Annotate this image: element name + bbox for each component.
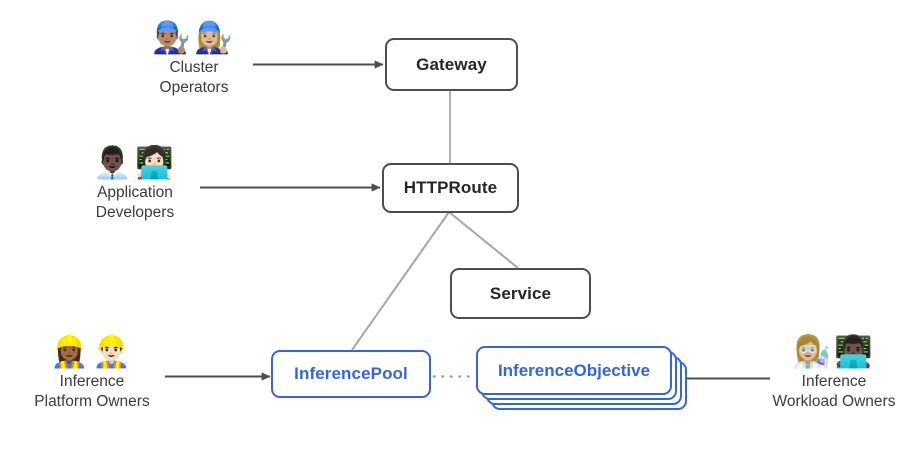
inference-workload-owners-label: Inference Workload Owners [772,372,896,410]
persona-inference-platform-owners: 👷🏾‍♀️👷🏻‍♂️ Inference Platform Owners [18,336,166,412]
edge-httproute-to-inference-pool [351,211,450,351]
inference-workload-owners-icons: 👩🏼‍🔬👨🏿‍💻 [792,334,876,370]
node-service-label: Service [489,283,552,303]
node-gateway-label: Gateway [416,54,487,74]
node-httproute-label: HTTPRoute [403,178,498,197]
node-inference-objective-label: InferenceObjective [497,360,651,380]
node-gateway[interactable]: Gateway [385,38,518,91]
node-inference-pool-label: InferencePool [294,364,408,383]
inference-platform-owners-icons: 👷🏾‍♀️👷🏻‍♂️ [50,334,134,370]
inference-objective-card-front: InferenceObjective [476,346,672,395]
cluster-operators-label: Cluster Operators [159,58,229,96]
node-service[interactable]: Service [450,268,591,319]
node-inference-objective[interactable]: InferenceObjective [476,346,688,410]
edge-httproute-to-service [448,211,519,269]
persona-inference-workload-owners: 👩🏼‍🔬👨🏿‍💻 Inference Workload Owners [768,336,900,412]
inference-platform-owners-label: Inference Platform Owners [34,372,150,410]
application-developers-icons: 👨🏿‍💼👩🏻‍💻 [93,145,177,181]
cluster-operators-icons: 👨🏽‍🔧👩🏼‍🔧 [152,20,236,56]
persona-cluster-operators: 👨🏽‍🔧👩🏼‍🔧 Cluster Operators [133,22,255,98]
node-inference-pool[interactable]: InferencePool [271,350,431,398]
persona-application-developers: 👨🏿‍💼👩🏻‍💻 Application Developers [74,147,196,223]
node-httproute[interactable]: HTTPRoute [382,163,519,213]
application-developers-label: Application Developers [95,183,175,221]
